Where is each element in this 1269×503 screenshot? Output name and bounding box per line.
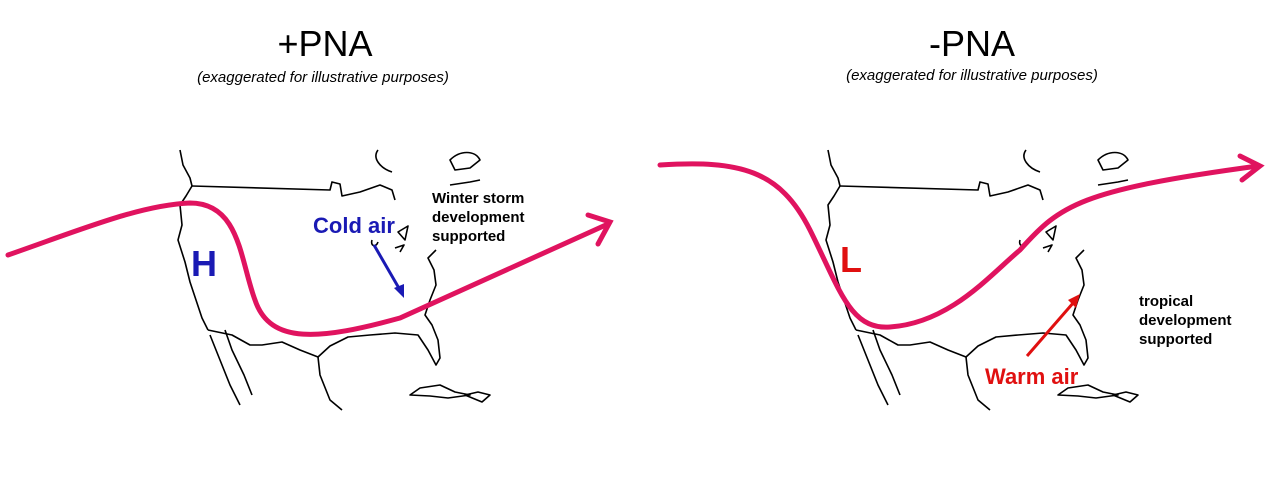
note-line: tropical: [1139, 293, 1193, 310]
note-line: supported: [432, 228, 505, 245]
cold-air-label: Cold air: [313, 213, 395, 238]
cold-air-arrowhead: [394, 284, 404, 298]
note-line: Winter storm: [432, 190, 524, 207]
panel-subtitle: (exaggerated for illustrative purposes): [197, 69, 449, 86]
jet-stream-ridge: [5, 200, 611, 337]
note-line: development: [432, 209, 525, 226]
note-line: development: [1139, 312, 1232, 329]
jet-stream-trough: [657, 161, 1261, 330]
panel-negative-pna: -PNA (exaggerated for illustrative purpo…: [657, 23, 1265, 411]
panel-title: +PNA: [277, 23, 372, 64]
warm-air-arrow: [1025, 301, 1076, 357]
panel-subtitle: (exaggerated for illustrative purposes): [846, 67, 1098, 84]
north-america-map: [825, 149, 1139, 411]
jet-arrowhead: [1237, 153, 1265, 183]
note-line: supported: [1139, 331, 1212, 348]
panel-title: -PNA: [929, 23, 1015, 64]
warm-air-label: Warm air: [985, 364, 1079, 389]
low-pressure-label: L: [840, 239, 862, 280]
cold-air-arrow: [372, 244, 402, 291]
jet-arrowhead: [585, 212, 614, 247]
panel-positive-pna: +PNA (exaggerated for illustrative purpo…: [5, 23, 614, 411]
north-america-map: [177, 149, 491, 411]
warm-air-arrowhead: [1068, 294, 1080, 308]
high-pressure-label: H: [191, 243, 217, 284]
